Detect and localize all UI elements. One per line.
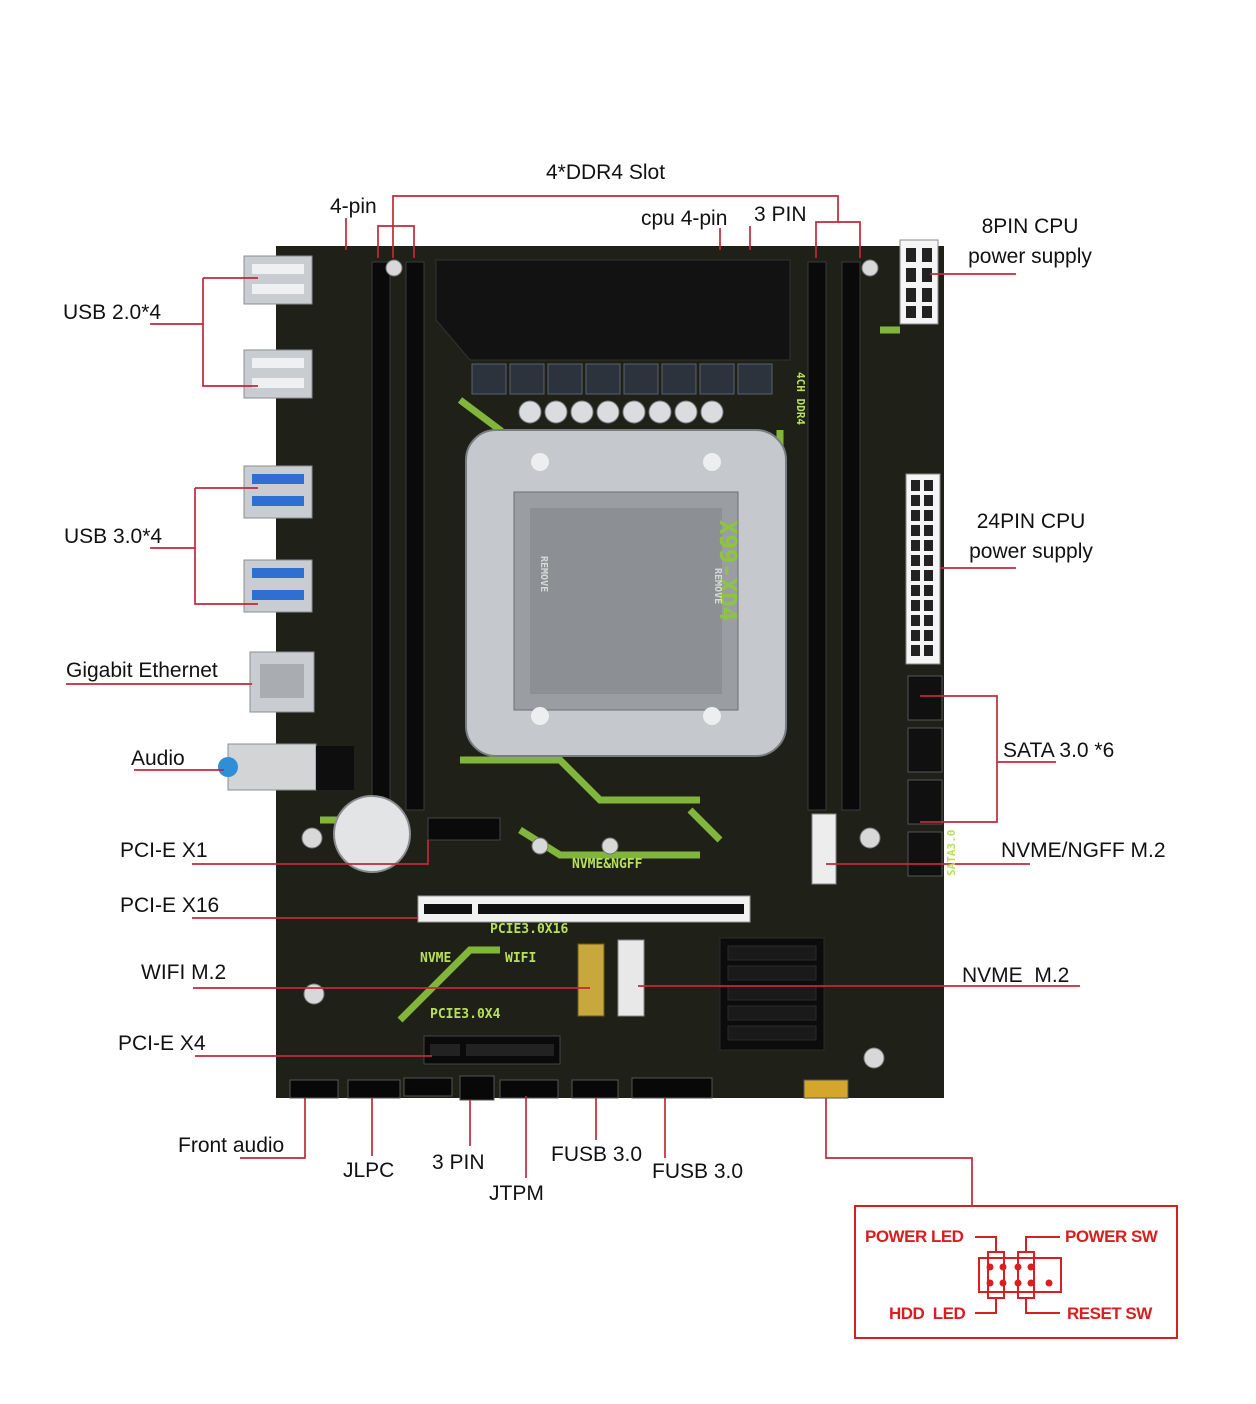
label-ddr4-slots: 4*DDR4 Slot — [546, 161, 666, 184]
vrm-heatsink — [435, 259, 791, 361]
pcie4-silk: PCIE3.0X4 — [430, 1007, 501, 1022]
socket-remove-right-silk: REMOVE — [712, 568, 723, 605]
label-ethernet: Gigabit Ethernet — [66, 659, 218, 682]
nvme-silk: NVME — [420, 951, 452, 966]
nvme-ngff-silk: NVME&NGFF — [572, 857, 643, 872]
sata-silk: SATA3.0 — [945, 829, 958, 876]
label-wifi-m2: WIFI M.2 — [141, 961, 227, 984]
label-front-audio: Front audio — [178, 1134, 285, 1157]
pcie16-silk: PCIE3.0X16 — [490, 922, 569, 937]
cpu-8pin-connector — [899, 239, 939, 325]
bottom-headers — [289, 1075, 849, 1101]
label-pcie-x4: PCI-E X4 — [118, 1032, 206, 1055]
label-4pin: 4-pin — [330, 195, 377, 218]
label-nvme-ngff: NVME/NGFF M.2 — [1001, 839, 1166, 862]
nvme-ngff-m2-slot — [811, 813, 837, 885]
label-3pin-top: 3 PIN — [754, 203, 807, 226]
label-usb2: USB 2.0*4 — [63, 301, 162, 324]
label-3pin-bottom: 3 PIN — [432, 1151, 485, 1174]
usb2-port-stack-2 — [243, 349, 313, 399]
label-fusb-a: FUSB 3.0 — [551, 1143, 643, 1166]
label-power-led: POWER LED — [865, 1227, 964, 1246]
label-power-sw: POWER SW — [1065, 1227, 1158, 1246]
sata-ports — [907, 675, 943, 877]
label-hdd-led: HDD LED — [889, 1304, 966, 1323]
label-nvme-m2: NVME M.2 — [962, 964, 1070, 987]
socket-remove-left-silk: REMOVE — [538, 556, 549, 593]
wifi-m2-slot — [577, 943, 605, 1017]
usb3-port-stack-1 — [243, 465, 313, 519]
cmos-battery — [333, 795, 411, 873]
chipset-heatsink — [719, 937, 825, 1051]
label-fusb-b: FUSB 3.0 — [652, 1160, 744, 1183]
label-usb3: USB 3.0*4 — [64, 525, 163, 548]
ddr4-slots — [371, 261, 861, 811]
label-jlpc: JLPC — [343, 1159, 395, 1182]
usb2-port-stack-1 — [243, 255, 313, 305]
label-jtpm: JTPM — [489, 1182, 544, 1205]
label-cpu-4pin: cpu 4-pin — [641, 207, 728, 230]
label-atx24: 24PIN CPU power supply — [969, 510, 1093, 563]
label-sata: SATA 3.0 *6 — [1003, 739, 1115, 762]
label-audio: Audio — [131, 747, 185, 770]
front-panel-pin-diagram — [975, 1236, 1062, 1314]
label-cpu-8pin: 8PIN CPU power supply — [968, 215, 1092, 268]
front-panel-box — [854, 1205, 1178, 1339]
nvme-m2-slot — [617, 939, 645, 1017]
cpu-socket — [465, 429, 787, 757]
pcie-x1-slot — [427, 817, 501, 841]
ddr-silk: 4CH DDR4 — [794, 372, 807, 425]
label-reset-sw: RESET SW — [1067, 1304, 1152, 1323]
callout-lines — [66, 195, 1080, 1206]
audio-jack — [227, 743, 317, 791]
wifi-silk: WIFI — [505, 951, 537, 966]
label-pcie-x16: PCI-E X16 — [120, 894, 220, 917]
label-pcie-x1: PCI-E X1 — [120, 839, 208, 862]
